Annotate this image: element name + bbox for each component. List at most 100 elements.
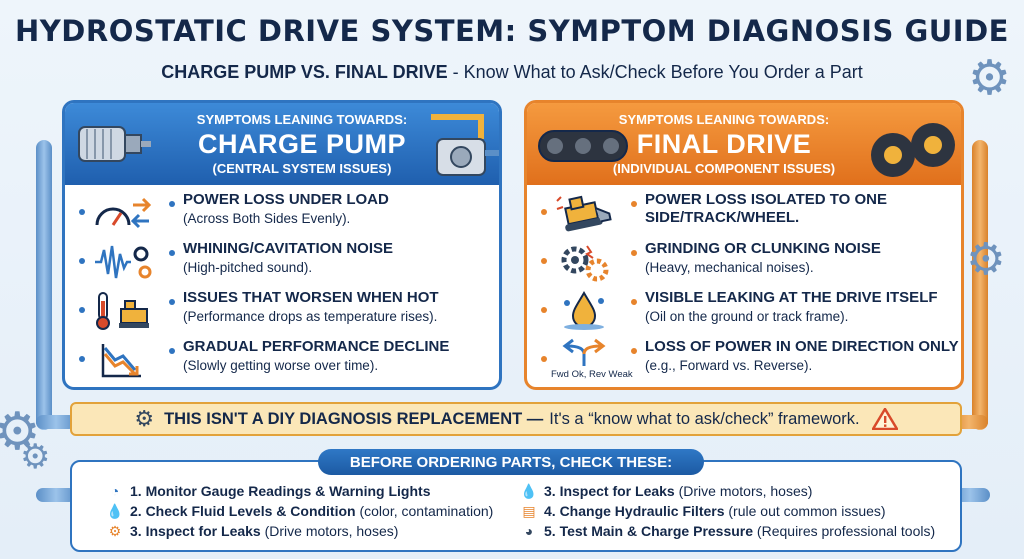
left-pipe-bottom (36, 488, 76, 502)
left-pipe-vertical (36, 140, 52, 430)
item-title: ISSUES THAT WORSEN WHEN HOT (183, 289, 439, 306)
check-bold: 5. Test Main & Charge Pressure (544, 523, 754, 539)
bullet-dot (169, 299, 175, 305)
oil-drop-icon (553, 291, 615, 331)
item-title: GRINDING OR CLUNKING NOISE (645, 240, 881, 257)
item-title: POWER LOSS ISOLATED TO ONE SIDE/TRACK/WH… (645, 191, 887, 226)
icon-caption: Fwd Ok, Rev Weak (551, 369, 633, 380)
item-title: POWER LOSS UNDER LOAD (183, 191, 389, 208)
bullet-dot (79, 307, 85, 313)
left-head-sub: (CENTRAL SYSTEM ISSUES) (212, 161, 392, 176)
broken-gears-icon (553, 242, 615, 282)
item-title: VISIBLE LEAKING AT THE DRIVE ITSELF (645, 289, 938, 306)
right-head-sub: (INDIVIDUAL COMPONENT ISSUES) (612, 161, 836, 176)
banner-bold: THIS ISN'T A DIY DIAGNOSIS REPLACEMENT — (164, 409, 544, 428)
item-title: LOSS OF POWER IN ONE DIRECTION ONLY (645, 338, 959, 355)
drop-icon: 💧 (520, 483, 538, 499)
item-desc: (Slowly getting worse over time). (183, 358, 379, 373)
left-pipe-horizontal (36, 415, 76, 429)
drop-icon: 💧 (106, 503, 124, 519)
check-rest: (rule out common issues) (724, 503, 886, 519)
check-bold: 2. Check Fluid Levels & Condition (130, 503, 356, 519)
checklist-title: BEFORE ORDERING PARTS, CHECK THESE: (318, 449, 704, 475)
bullet-dot (631, 299, 637, 305)
final-drive-panel: SYMPTOMS LEANING TOWARDS: FINAL DRIVE (I… (524, 100, 964, 390)
check-rest: (Drive motors, hoses) (674, 483, 813, 499)
pump-icon (431, 114, 499, 176)
subtitle-rest: - Know What to Ask/Check Before You Orde… (447, 62, 863, 82)
left-head-small: SYMPTOMS LEANING TOWARDS: (196, 112, 408, 127)
checklist-item: ▤ 4. Change Hydraulic Filters (rule out c… (520, 503, 886, 520)
banner-rest: It's a “know what to ask/check” framewor… (549, 409, 860, 428)
check-rest: (color, contamination) (355, 503, 494, 519)
bullet-dot (631, 250, 637, 256)
gauge-icon: ◔ (110, 483, 120, 499)
list-item: VISIBLE LEAKING AT THE DRIVE ITSELF (Oil… (527, 289, 961, 338)
soundwave-gears-icon (91, 242, 153, 282)
checklist-item: 💧 2. Check Fluid Levels & Condition (colo… (106, 503, 493, 520)
gear-icon: ⚙ (20, 437, 51, 477)
item-title: GRADUAL PERFORMANCE DECLINE (183, 338, 450, 355)
declining-chart-icon (91, 340, 153, 380)
subtitle-bold: CHARGE PUMP VS. FINAL DRIVE (161, 62, 448, 82)
split-arrows-icon (553, 338, 615, 368)
page-subtitle: CHARGE PUMP VS. FINAL DRIVE - Know What … (0, 62, 1024, 83)
disclaimer-banner: ⚙ THIS ISN'T A DIY DIAGNOSIS REPLACEMENT… (70, 402, 962, 436)
motor-icon (78, 126, 151, 162)
gauge-arrows-icon (91, 193, 153, 233)
bullet-dot (541, 356, 547, 362)
bullet-dot (541, 307, 547, 313)
charge-pump-panel: SYMPTOMS LEANING TOWARDS: CHARGE PUMP (C… (62, 100, 502, 390)
item-desc: (High-pitched sound). (183, 260, 313, 275)
gear-icon: ⚙ (0, 402, 41, 462)
list-item: GRINDING OR CLUNKING NOISE (Heavy, mecha… (527, 240, 961, 289)
bullet-dot (169, 250, 175, 256)
page-title: HYDROSTATIC DRIVE SYSTEM: SYMPTOM DIAGNO… (15, 14, 1009, 48)
pressure-gauge-icon: ◕ (524, 523, 534, 539)
checklist-item: ◔ 1. Monitor Gauge Readings & Warning Lig… (106, 483, 431, 499)
final-drive-header: SYMPTOMS LEANING TOWARDS: FINAL DRIVE (I… (527, 103, 961, 185)
checklist-item: 💧 3. Inspect for Leaks (Drive motors, hos… (520, 483, 812, 500)
left-head-big: CHARGE PUMP (197, 129, 406, 159)
gear-icon: ⚙ (966, 234, 1006, 285)
item-desc: (Across Both Sides Evenly). (183, 211, 351, 226)
bullet-dot (79, 356, 85, 362)
track-icon (538, 130, 628, 162)
bullet-dot (169, 348, 175, 354)
check-rest: (Drive motors, hoses) (260, 523, 399, 539)
check-bold: 4. Change Hydraulic Filters (544, 503, 725, 519)
item-title: WHINING/CAVITATION NOISE (183, 240, 393, 257)
check-rest: (Requires professional tools) (753, 523, 936, 539)
bullet-dot (169, 201, 175, 207)
bullet-dot (541, 258, 547, 264)
tilted-loader-icon (553, 193, 615, 233)
list-item: GRADUAL PERFORMANCE DECLINE (Slowly gett… (65, 338, 499, 387)
gear-icon: ⚙ (968, 50, 1012, 106)
check-bold: 3. Inspect for Leaks (130, 523, 261, 539)
checklist-item: ◕ 5. Test Main & Charge Pressure (Require… (520, 523, 935, 539)
right-head-big: FINAL DRIVE (636, 129, 812, 159)
bullet-dot (631, 201, 637, 207)
warning-icon (871, 408, 898, 430)
list-item: ISSUES THAT WORSEN WHEN HOT (Performance… (65, 289, 499, 338)
charge-pump-header: SYMPTOMS LEANING TOWARDS: CHARGE PUMP (C… (65, 103, 499, 185)
filter-icon: ▤ (522, 503, 536, 519)
bullet-dot (541, 209, 547, 215)
list-item: Fwd Ok, Rev Weak LOSS OF POWER IN ONE DI… (527, 338, 961, 387)
list-item: POWER LOSS ISOLATED TO ONE SIDE/TRACK/WH… (527, 191, 961, 240)
checklist-item: ⚙3. Inspect for Leaks (Drive motors, hos… (106, 523, 399, 540)
thermometer-machine-icon (91, 291, 153, 331)
right-pipe-vertical (972, 140, 988, 430)
item-desc: (e.g., Forward vs. Reverse). (645, 358, 813, 373)
check-bold: 1. Monitor Gauge Readings & Warning Ligh… (130, 483, 431, 499)
wheels-icon (871, 123, 955, 177)
item-desc: (Oil on the ground or track frame). (645, 309, 849, 324)
item-desc: (Performance drops as temperature rises)… (183, 309, 438, 324)
list-item: POWER LOSS UNDER LOAD (Across Both Sides… (65, 191, 499, 240)
bullet-dot (631, 348, 637, 354)
check-bold: 3. Inspect for Leaks (544, 483, 675, 499)
bullet-dot (79, 209, 85, 215)
list-item: WHINING/CAVITATION NOISE (High-pitched s… (65, 240, 499, 289)
right-head-small: SYMPTOMS LEANING TOWARDS: (618, 112, 830, 127)
bullet-dot (79, 258, 85, 264)
